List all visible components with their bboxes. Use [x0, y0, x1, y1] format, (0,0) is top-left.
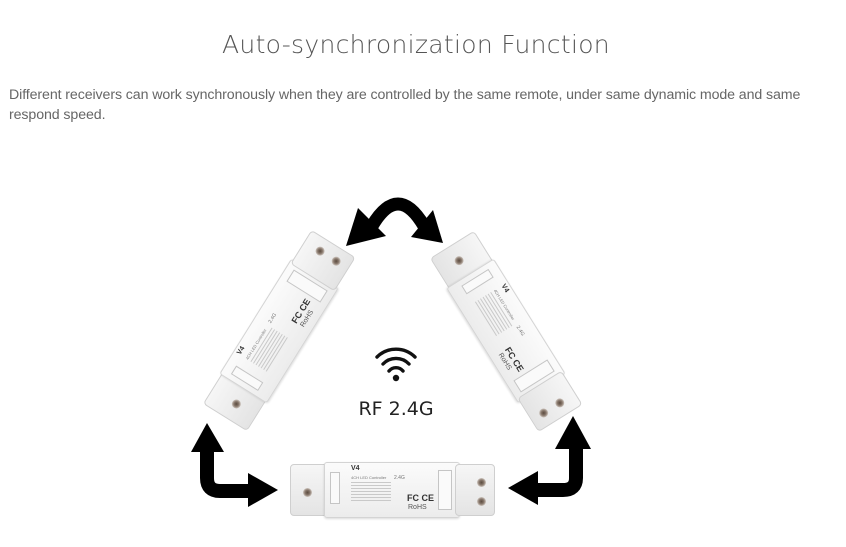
wifi-icon: [375, 347, 417, 382]
device-band: 2.4G: [394, 475, 405, 481]
left-double-arrow-icon: [191, 423, 278, 507]
terminal-block: [438, 470, 452, 510]
terminal-block: [330, 472, 340, 504]
top-double-arrow-icon: [346, 197, 443, 246]
page-title: Auto-synchronization Function: [222, 30, 610, 59]
screw-hole: [303, 488, 312, 497]
screw-hole: [477, 497, 486, 506]
page-description: Different receivers can work synchronous…: [9, 87, 801, 123]
device-cert-mark: FC CE: [407, 493, 434, 503]
device-end-cap-right: [455, 464, 495, 516]
rf-band-label: RF 2.4G: [358, 398, 434, 420]
screw-hole: [477, 478, 486, 487]
device-rohs-mark: RoHS: [408, 504, 427, 511]
right-double-arrow-icon: [508, 416, 591, 505]
controller-device-bottom: V4 4CH LED Controller 2.4G FC CE RoHS: [290, 462, 495, 518]
device-spec-lines: [351, 482, 391, 503]
device-subtitle: 4CH LED Controller: [351, 475, 387, 480]
device-model: V4: [351, 465, 360, 472]
device-body: [324, 462, 460, 518]
